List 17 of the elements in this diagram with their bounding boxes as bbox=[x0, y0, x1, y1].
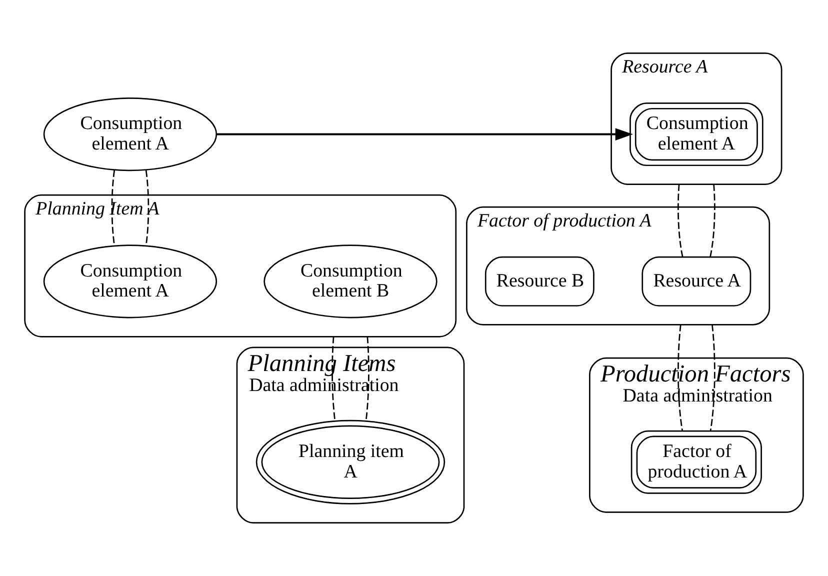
connector bbox=[332, 336, 336, 421]
node-ellipse: Consumption element A bbox=[43, 97, 218, 172]
node-box: Resource B bbox=[484, 256, 594, 306]
node-box: Factor of production A bbox=[630, 430, 762, 494]
node-ellipse: Planning item A bbox=[256, 420, 446, 504]
connector bbox=[678, 184, 684, 257]
node-ellipse: Consumption element B bbox=[264, 244, 438, 318]
node-box: Resource A bbox=[642, 256, 752, 306]
connector bbox=[365, 336, 370, 421]
connector bbox=[710, 324, 716, 432]
node-ellipse: Consumption element A bbox=[43, 244, 218, 318]
connector bbox=[145, 170, 150, 246]
connector bbox=[710, 184, 716, 257]
arrow bbox=[216, 128, 633, 140]
connector bbox=[111, 170, 116, 246]
connector bbox=[678, 324, 684, 432]
node-box: Consumption element A bbox=[630, 102, 764, 166]
